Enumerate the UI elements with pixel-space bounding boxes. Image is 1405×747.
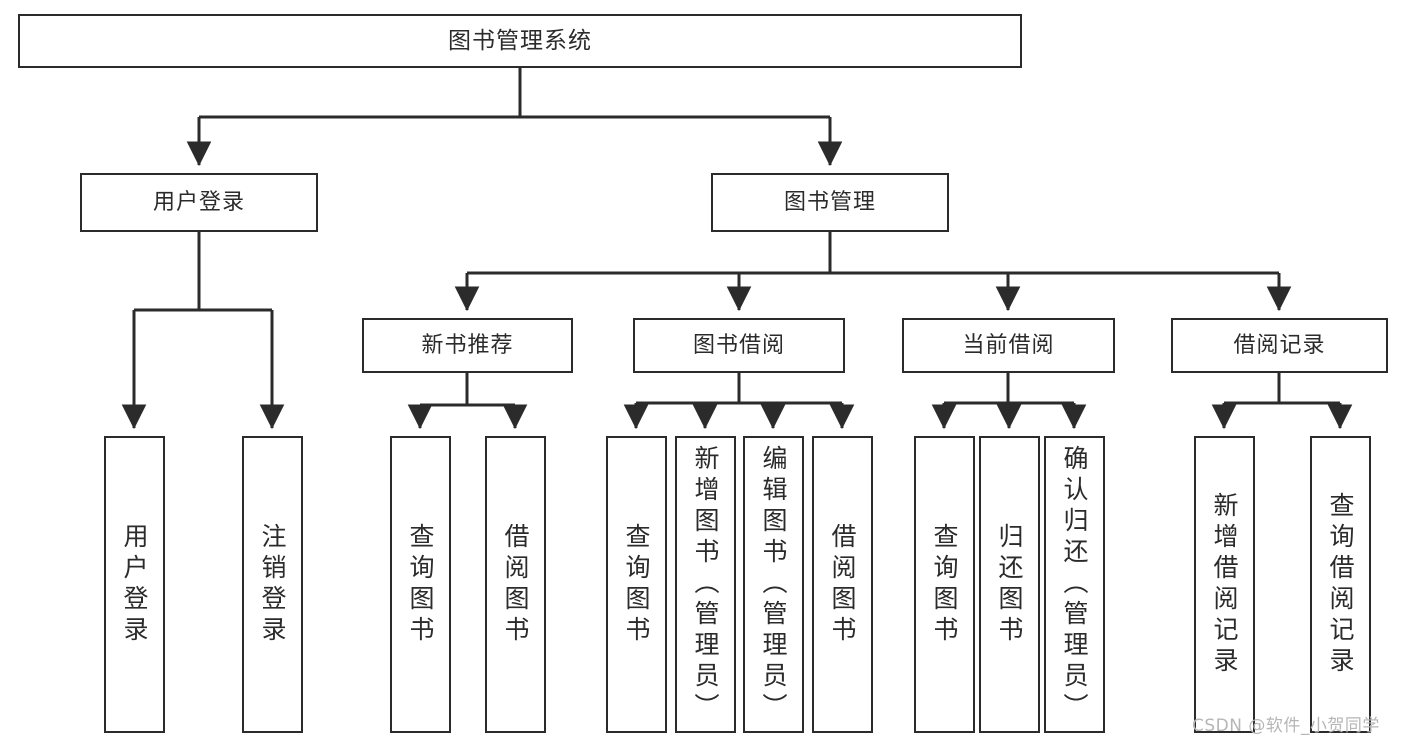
leaf-newbook-borrow-book-label: 借阅图书 [501, 522, 530, 647]
node-current-borrow[interactable]: 当前借阅 [902, 318, 1115, 373]
leaf-borrow-add-book-admin-label: 新增图书（管理员） [691, 445, 720, 724]
leaf-record-add-record[interactable]: 新增借阅记录 [1194, 436, 1255, 733]
leaf-borrow-query-book-label: 查询图书 [622, 522, 651, 647]
node-new-book-recommend-label: 新书推荐 [421, 332, 514, 358]
node-user-login-label: 用户登录 [152, 189, 245, 215]
leaf-current-return-book[interactable]: 归还图书 [979, 436, 1040, 733]
leaf-borrow-edit-book-admin-label: 编辑图书（管理员） [759, 445, 788, 724]
leaf-record-query-record-label: 查询借阅记录 [1326, 491, 1355, 678]
leaf-current-confirm-return-admin-label: 确认归还（管理员） [1060, 445, 1089, 724]
node-current-borrow-label: 当前借阅 [962, 332, 1055, 358]
node-borrow-record-label: 借阅记录 [1233, 332, 1326, 358]
leaf-borrow-edit-book-admin[interactable]: 编辑图书（管理员） [743, 436, 804, 733]
node-root-label: 图书管理系统 [448, 27, 592, 54]
leaf-record-query-record[interactable]: 查询借阅记录 [1310, 436, 1371, 733]
leaf-record-add-record-label: 新增借阅记录 [1210, 491, 1239, 678]
leaf-newbook-query-book-label: 查询图书 [406, 522, 435, 647]
leaf-newbook-borrow-book[interactable]: 借阅图书 [485, 436, 546, 733]
node-book-borrow-label: 图书借阅 [692, 332, 785, 358]
leaf-user-logout-label: 注销登录 [258, 522, 287, 647]
leaf-current-return-book-label: 归还图书 [995, 522, 1024, 647]
leaf-user-login[interactable]: 用户登录 [104, 436, 165, 733]
leaf-current-confirm-return-admin[interactable]: 确认归还（管理员） [1044, 436, 1105, 733]
leaf-borrow-borrow-book-label: 借阅图书 [828, 522, 857, 647]
node-user-login[interactable]: 用户登录 [80, 173, 318, 232]
node-book-borrow[interactable]: 图书借阅 [633, 318, 845, 373]
node-borrow-record[interactable]: 借阅记录 [1171, 318, 1388, 373]
node-book-management[interactable]: 图书管理 [711, 173, 949, 232]
leaf-borrow-add-book-admin[interactable]: 新增图书（管理员） [675, 436, 736, 733]
leaf-borrow-query-book[interactable]: 查询图书 [606, 436, 667, 733]
leaf-user-login-label: 用户登录 [120, 522, 149, 647]
leaf-current-query-book[interactable]: 查询图书 [914, 436, 975, 733]
leaf-current-query-book-label: 查询图书 [930, 522, 959, 647]
leaf-borrow-borrow-book[interactable]: 借阅图书 [812, 436, 873, 733]
leaf-newbook-query-book[interactable]: 查询图书 [390, 436, 451, 733]
node-root[interactable]: 图书管理系统 [18, 14, 1022, 68]
node-new-book-recommend[interactable]: 新书推荐 [362, 318, 573, 373]
leaf-user-logout[interactable]: 注销登录 [242, 436, 303, 733]
node-book-management-label: 图书管理 [783, 189, 876, 215]
